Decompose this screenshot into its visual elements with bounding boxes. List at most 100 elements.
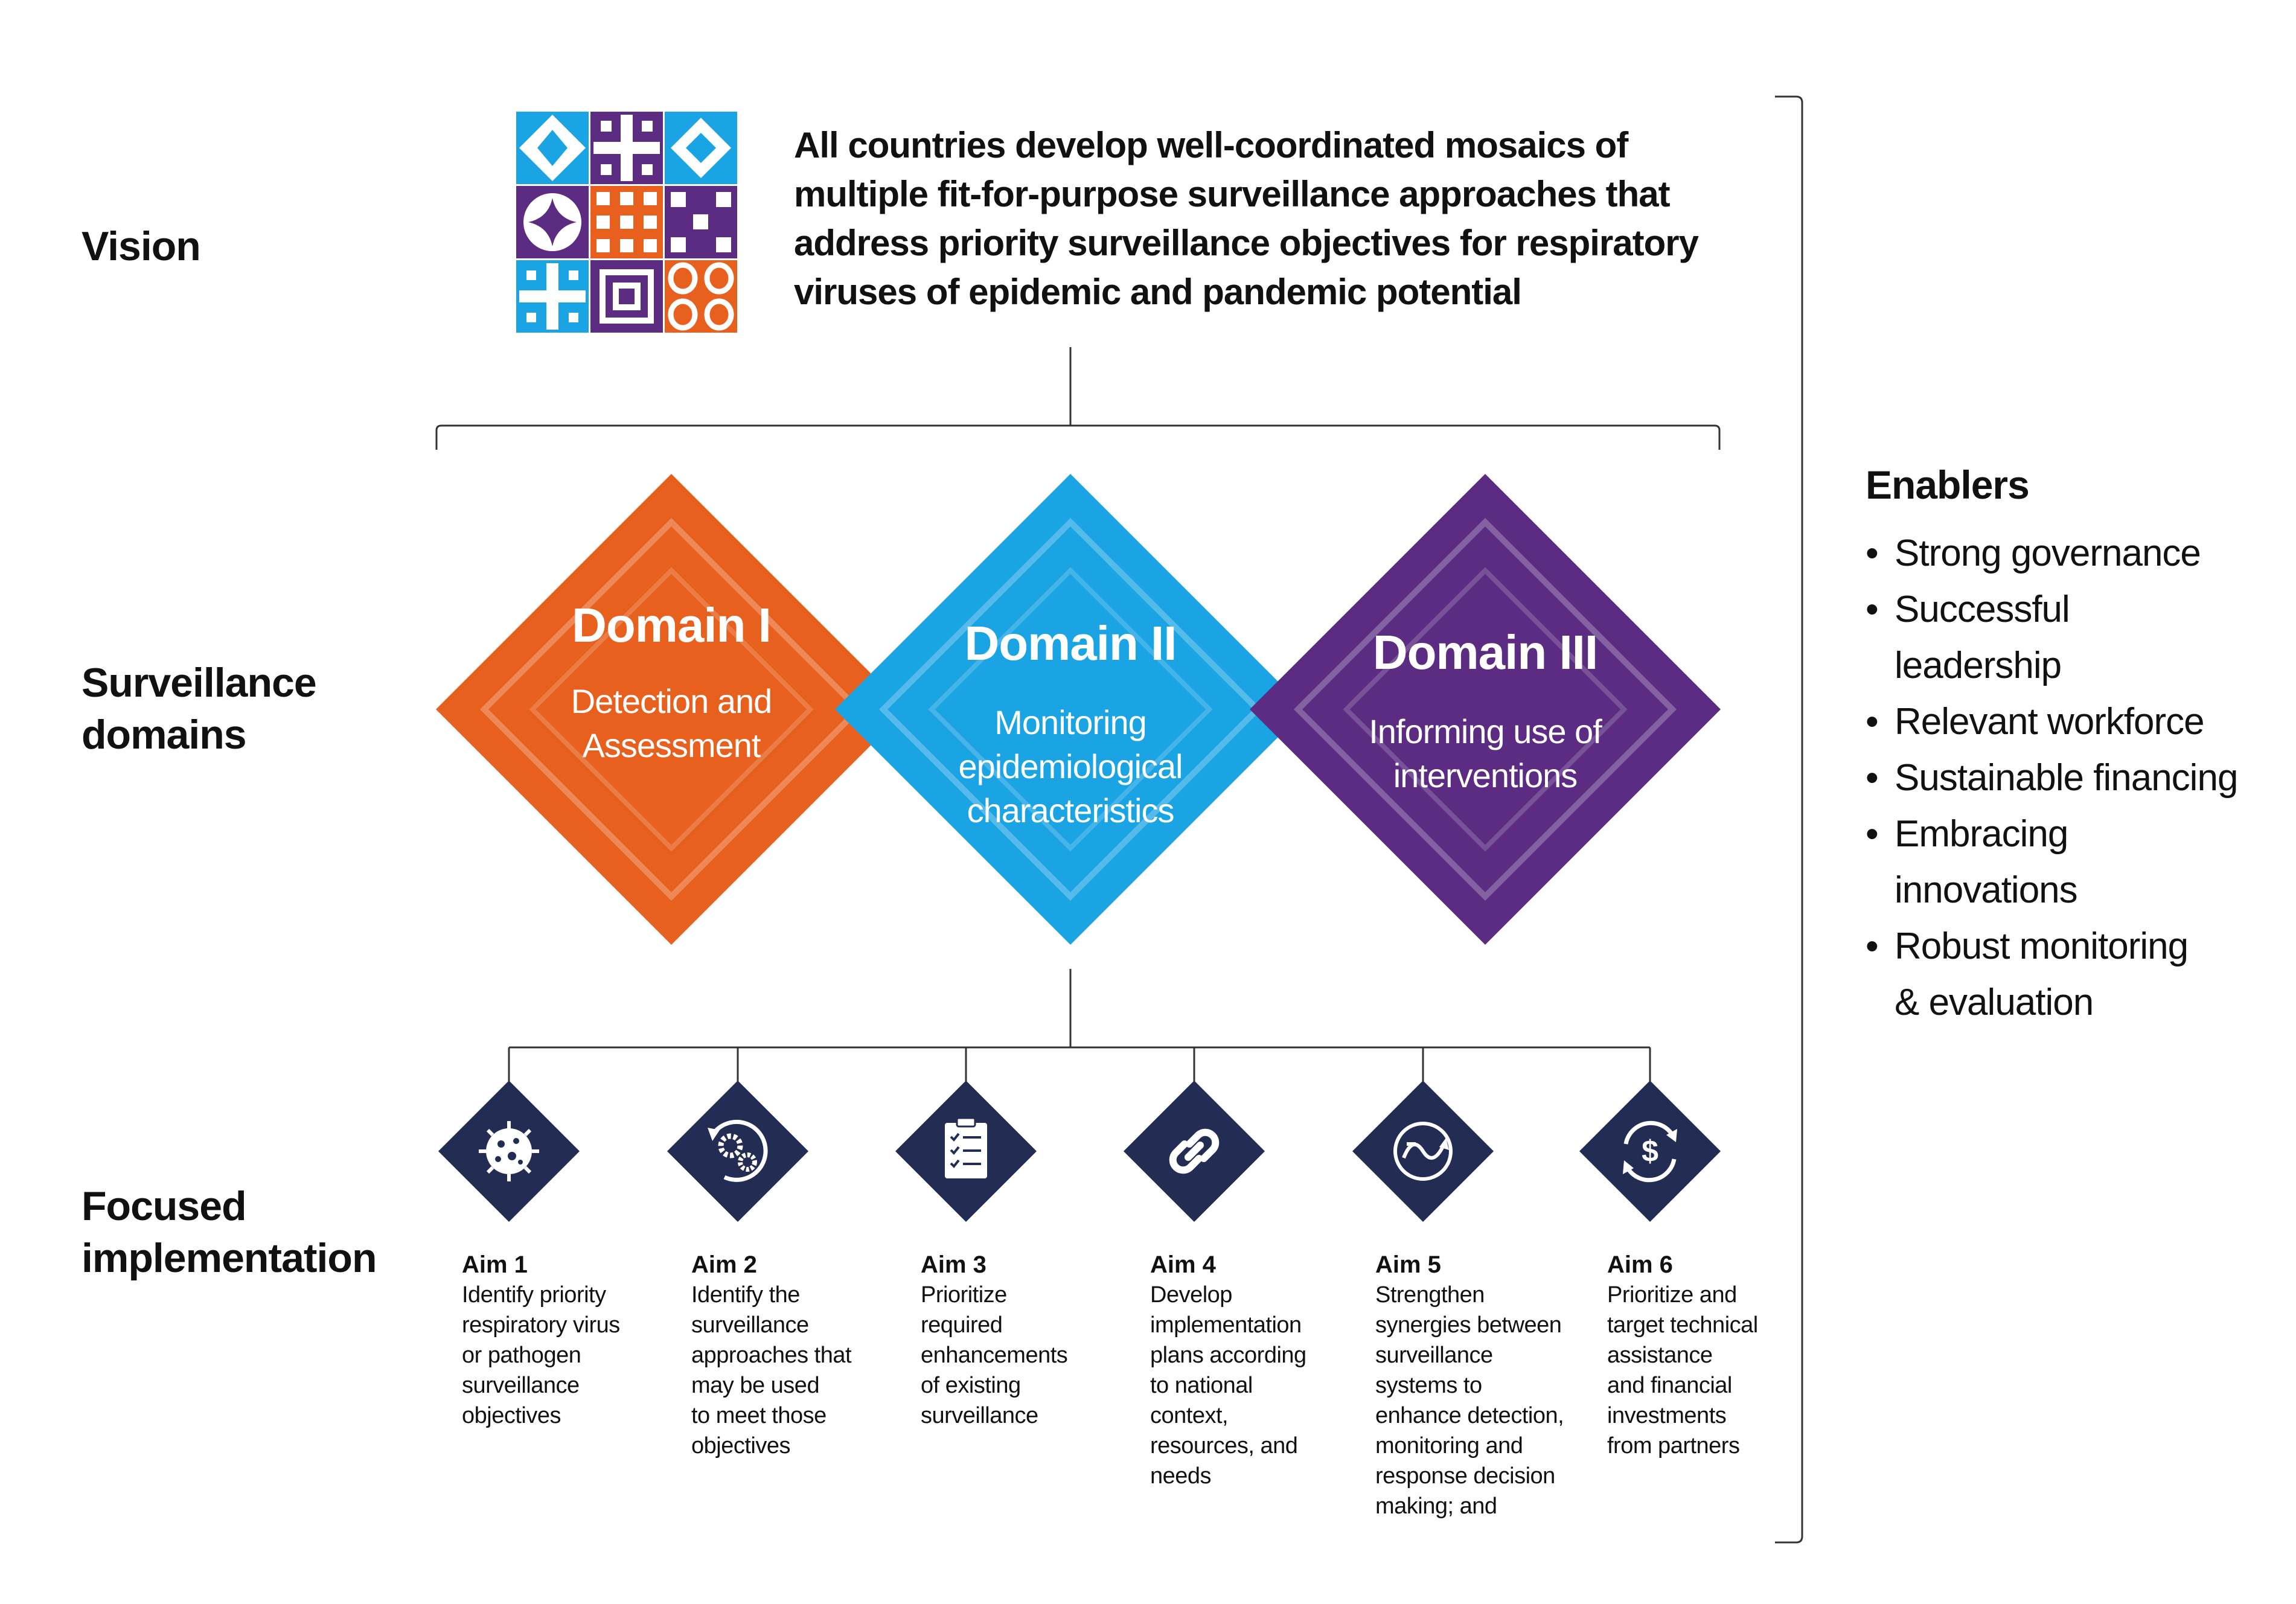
row-label-domains-line1: Surveillance: [82, 660, 317, 706]
aim-5-line: enhance detection,: [1375, 1403, 1564, 1428]
gears-cycle-icon: [667, 1081, 808, 1222]
enabler-item: •Robust monitoring& evaluation: [1866, 918, 2269, 1030]
domain-1-diamond: [436, 474, 907, 945]
enabler-item-line2: leadership: [1895, 645, 2062, 686]
domain-3-title: Domain III: [1372, 625, 1598, 679]
domain-2-subtitle: Monitoring epidemiological characteristi…: [877, 700, 1264, 832]
aim-5-line: systems to: [1375, 1373, 1482, 1398]
aim-2-line: surveillance: [691, 1312, 809, 1338]
clipboard-checklist-icon: [895, 1081, 1037, 1222]
aim-6-line: investments: [1607, 1403, 1727, 1428]
enabler-item-line2: innovations: [1895, 869, 2078, 911]
aim-6-line: assistance: [1607, 1343, 1713, 1368]
row-label-implementation-line2: implementation: [82, 1235, 377, 1281]
aim-1-line: Identify priority: [462, 1282, 606, 1308]
aim-3-line: required: [921, 1312, 1003, 1338]
enabler-item: •Relevant workforce: [1866, 694, 2269, 750]
aim-2-description: Identify the surveillance approaches tha…: [691, 1280, 897, 1461]
virus-icon: [438, 1081, 580, 1222]
aim-4-line: Develop: [1150, 1282, 1232, 1308]
domain-1-subtitle: Detection and Assessment: [478, 679, 865, 767]
chain-link-icon: [1124, 1081, 1265, 1222]
aim-4-line: resources, and: [1150, 1433, 1298, 1459]
row-label-domains: Surveillance domains: [82, 657, 317, 761]
enabler-item-line1: Successful: [1895, 589, 2070, 630]
aim-2-line: to meet those: [691, 1403, 827, 1428]
aim-1-line: respiratory virus: [462, 1312, 620, 1338]
aim-5-line: Strengthen: [1375, 1282, 1485, 1308]
aim-2-title: Aim 2: [691, 1251, 757, 1278]
aim-4-description: Develop implementation plans according t…: [1150, 1280, 1355, 1491]
aim-1-line: surveillance: [462, 1373, 580, 1398]
enabler-item-line1: Relevant workforce: [1895, 701, 2205, 743]
vision-statement: All countries develop well-coordinated m…: [794, 125, 1699, 312]
aim-2-line: Identify the: [691, 1282, 800, 1308]
aim-2-line: approaches that: [691, 1343, 852, 1368]
aim-3-line: Prioritize: [921, 1282, 1007, 1308]
domain-3-subtitle: Informing use of interventions: [1292, 709, 1678, 797]
domain-2-subtitle-line2: epidemiological: [958, 747, 1183, 785]
aim-6-description: Prioritize and target technical assistan…: [1607, 1280, 1812, 1461]
aim-4-title: Aim 4: [1150, 1251, 1216, 1278]
row-label-implementation-line1: Focused: [82, 1183, 247, 1229]
domain-2-diamond: [835, 474, 1306, 945]
domain-2-subtitle-line3: characteristics: [967, 791, 1175, 829]
row-label-implementation: Focused implementation: [82, 1180, 377, 1284]
domain-1-subtitle-line2: Assessment: [582, 726, 761, 764]
aim-6-line: target technical: [1607, 1312, 1758, 1338]
aim-5-line: monitoring and: [1375, 1433, 1523, 1459]
mosaic-logo: [516, 112, 737, 333]
domain-2-title: Domain II: [964, 616, 1177, 670]
aim-6-line: Prioritize and: [1607, 1282, 1737, 1308]
aim-2-line: may be used: [691, 1373, 820, 1398]
enabler-item-line1: Embracing: [1895, 813, 2068, 855]
aim-3-line: enhancements: [921, 1343, 1068, 1368]
enabler-item-line1: Strong governance: [1895, 532, 2201, 574]
domain-2-subtitle-line1: Monitoring: [994, 703, 1146, 741]
aim-6-line: and financial: [1607, 1373, 1732, 1398]
aim-1-line: or pathogen: [462, 1343, 581, 1368]
aim-3-line: surveillance: [921, 1403, 1038, 1428]
aim-5-line: surveillance: [1375, 1343, 1493, 1368]
domain-3-subtitle-line2: interventions: [1393, 756, 1578, 794]
aim-5-line: response decision: [1375, 1463, 1555, 1489]
aim-3-line: of existing: [921, 1373, 1021, 1398]
aim-6-title: Aim 6: [1607, 1251, 1673, 1278]
aim-2-line: objectives: [691, 1433, 790, 1459]
enabler-item-line1: Robust monitoring: [1895, 925, 2189, 967]
aim-1-line: objectives: [462, 1403, 561, 1428]
aim-1-title: Aim 1: [462, 1251, 528, 1278]
enabler-item-line2: & evaluation: [1895, 982, 2094, 1023]
enabler-item-line1: Sustainable financing: [1895, 757, 2238, 799]
aim-4-line: to national: [1150, 1373, 1253, 1398]
aim-icons: $: [438, 1081, 1721, 1222]
enablers-title: Enablers: [1866, 462, 2030, 507]
enabler-item: •Strong governance: [1866, 525, 2269, 581]
aim-5-line: making; and: [1375, 1494, 1497, 1519]
row-label-domains-line2: domains: [82, 712, 247, 758]
aim-3-title: Aim 3: [921, 1251, 987, 1278]
domain-3-subtitle-line1: Informing use of: [1369, 712, 1602, 750]
domain-3-diamond: [1250, 474, 1721, 945]
domain-diamonds: [436, 474, 1721, 945]
aim-4-line: context,: [1150, 1403, 1229, 1428]
domain-1-subtitle-line1: Detection and: [571, 682, 773, 720]
aim-1-description: Identify priority respiratory virus or p…: [462, 1280, 667, 1431]
aim-3-description: Prioritize required enhancements of exis…: [921, 1280, 1126, 1431]
aim-4-line: implementation: [1150, 1312, 1302, 1338]
aim-6-line: from partners: [1607, 1433, 1740, 1459]
dollar-cycle-icon: $: [1579, 1081, 1721, 1222]
row-label-vision: Vision: [82, 223, 201, 269]
enabler-item: •Sustainable financing: [1866, 750, 2269, 806]
svg-text:$: $: [1642, 1134, 1658, 1168]
aim-5-line: synergies between: [1375, 1312, 1562, 1338]
connector-lines: [435, 95, 1803, 1544]
aim-4-line: needs: [1150, 1463, 1212, 1489]
aim-5-description: Strengthen synergies between surveillanc…: [1375, 1280, 1599, 1521]
domain-1-title: Domain I: [572, 598, 772, 652]
aim-4-line: plans according: [1150, 1343, 1306, 1368]
